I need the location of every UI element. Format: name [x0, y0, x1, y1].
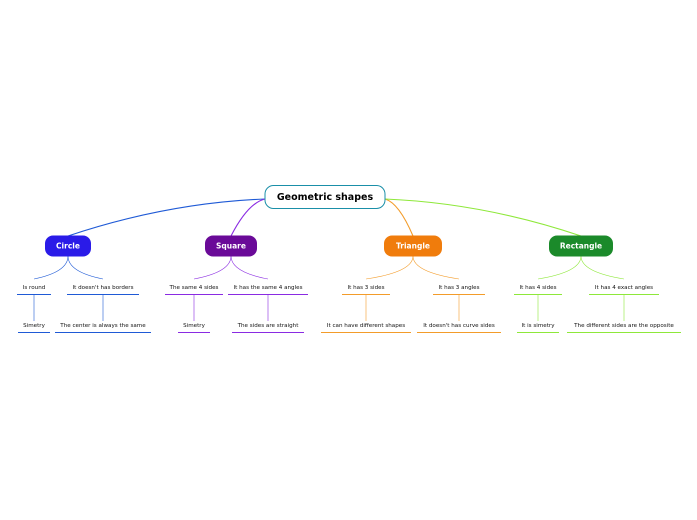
central-topic[interactable]: Geometric shapes: [264, 185, 386, 209]
subtopic-connector: [230, 255, 269, 280]
subtopic[interactable]: It has 4 exact angles: [589, 285, 659, 295]
branch-connector: [384, 198, 582, 237]
subtopic-connector: [412, 255, 460, 280]
subtopic-connector: [193, 255, 232, 280]
subtopic[interactable]: It has 3 angles: [433, 285, 485, 295]
detail-topic[interactable]: Simetry: [18, 323, 50, 333]
detail-topic[interactable]: The center is always the same: [55, 323, 151, 333]
subtopic[interactable]: Is round: [17, 285, 51, 295]
subtopic[interactable]: It doesn't has borders: [67, 285, 139, 295]
subtopic-connector: [365, 255, 414, 280]
branch-connector: [384, 198, 414, 237]
detail-topic[interactable]: It doesn't has curve sides: [417, 323, 501, 333]
detail-topic[interactable]: Simetry: [178, 323, 210, 333]
main-topic-circle[interactable]: Circle: [45, 235, 91, 257]
main-topic-rectangle[interactable]: Rectangle: [549, 235, 613, 257]
subtopic-connector: [580, 255, 625, 280]
detail-topic[interactable]: It is simetry: [517, 323, 559, 333]
subtopic[interactable]: The same 4 sides: [165, 285, 223, 295]
subtopic[interactable]: It has 3 sides: [342, 285, 390, 295]
main-topic-square[interactable]: Square: [205, 235, 257, 257]
subtopic[interactable]: It has the same 4 angles: [228, 285, 308, 295]
branch-connector: [67, 198, 266, 237]
detail-topic[interactable]: The sides are straight: [232, 323, 304, 333]
subtopic-connector: [33, 255, 69, 280]
detail-topic[interactable]: It can have different shapes: [321, 323, 411, 333]
main-topic-triangle[interactable]: Triangle: [384, 235, 442, 257]
subtopic[interactable]: It has 4 sides: [514, 285, 562, 295]
subtopic-connector: [537, 255, 582, 280]
branch-connector: [230, 198, 266, 237]
detail-topic[interactable]: The different sides are the opposite: [567, 323, 681, 333]
subtopic-connector: [67, 255, 104, 280]
